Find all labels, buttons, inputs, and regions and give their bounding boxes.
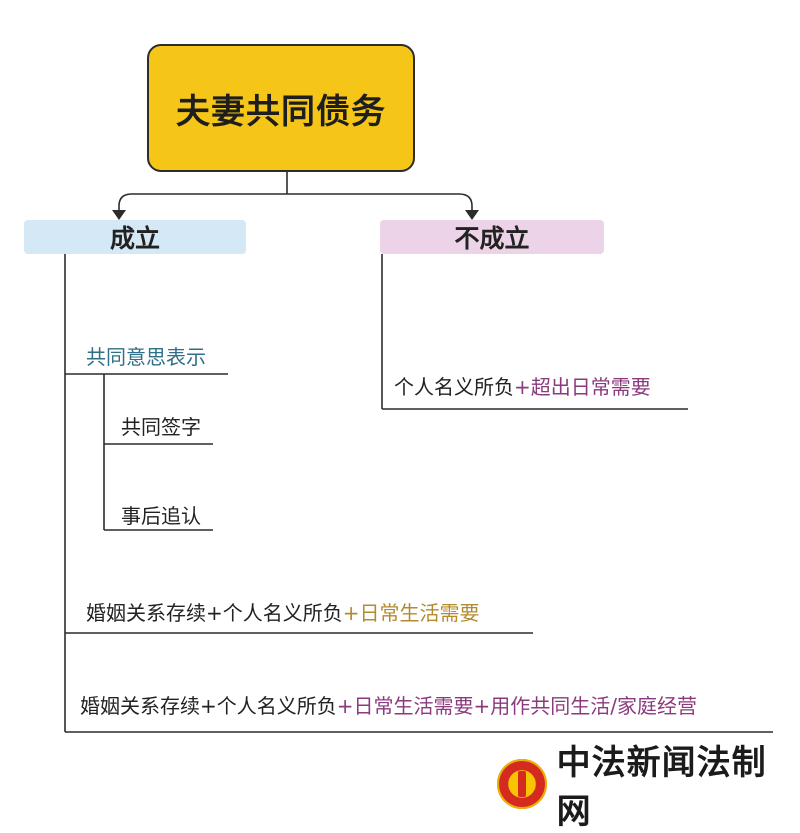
node-joint-signature: 共同签字	[121, 415, 201, 439]
connector-root-left	[118, 193, 287, 212]
diagram-canvas: 夫妻共同债务 成立 不成立 共同意思表示 共同签字 事后追认 婚姻关系存续+个人…	[24, 44, 773, 832]
connector-root-right	[287, 193, 473, 212]
root-node: 夫妻共同债务	[147, 44, 415, 172]
node-personal-debt: 个人名义所负+超出日常需要	[394, 374, 651, 400]
node-common-intent: 共同意思表示	[86, 345, 206, 369]
court-emblem-icon	[497, 759, 547, 809]
watermark-text: 中法新闻法制网	[556, 743, 767, 832]
node-personal-debt-prefix: 个人名义所负	[394, 375, 514, 399]
branch-not-established-title: 不成立	[454, 224, 530, 253]
branch-established-title: 成立	[109, 224, 160, 253]
arrow-established	[112, 210, 126, 220]
node-ratification: 事后追认	[121, 504, 201, 528]
root-title: 夫妻共同债务	[176, 91, 386, 132]
watermark: 中法新闻法制网	[497, 735, 800, 833]
node-daily-need: 婚姻关系存续+个人名义所负+日常生活需要	[86, 600, 480, 626]
node-joint-use: 婚姻关系存续+个人名义所负+日常生活需要+用作共同生活/家庭经营	[80, 693, 697, 719]
connector-lines	[64, 172, 773, 733]
node-daily-need-suffix: +日常生活需要	[342, 601, 480, 625]
node-joint-use-prefix: 婚姻关系存续+个人名义所负	[80, 694, 337, 718]
branch-established: 成立	[24, 220, 246, 254]
node-daily-need-prefix: 婚姻关系存续+个人名义所负	[86, 601, 343, 625]
node-joint-use-suffix: +日常生活需要+用作共同生活/家庭经营	[336, 694, 698, 718]
branch-not-established: 不成立	[380, 220, 604, 254]
arrow-not-established	[465, 210, 479, 220]
node-personal-debt-suffix: +超出日常需要	[514, 375, 651, 399]
